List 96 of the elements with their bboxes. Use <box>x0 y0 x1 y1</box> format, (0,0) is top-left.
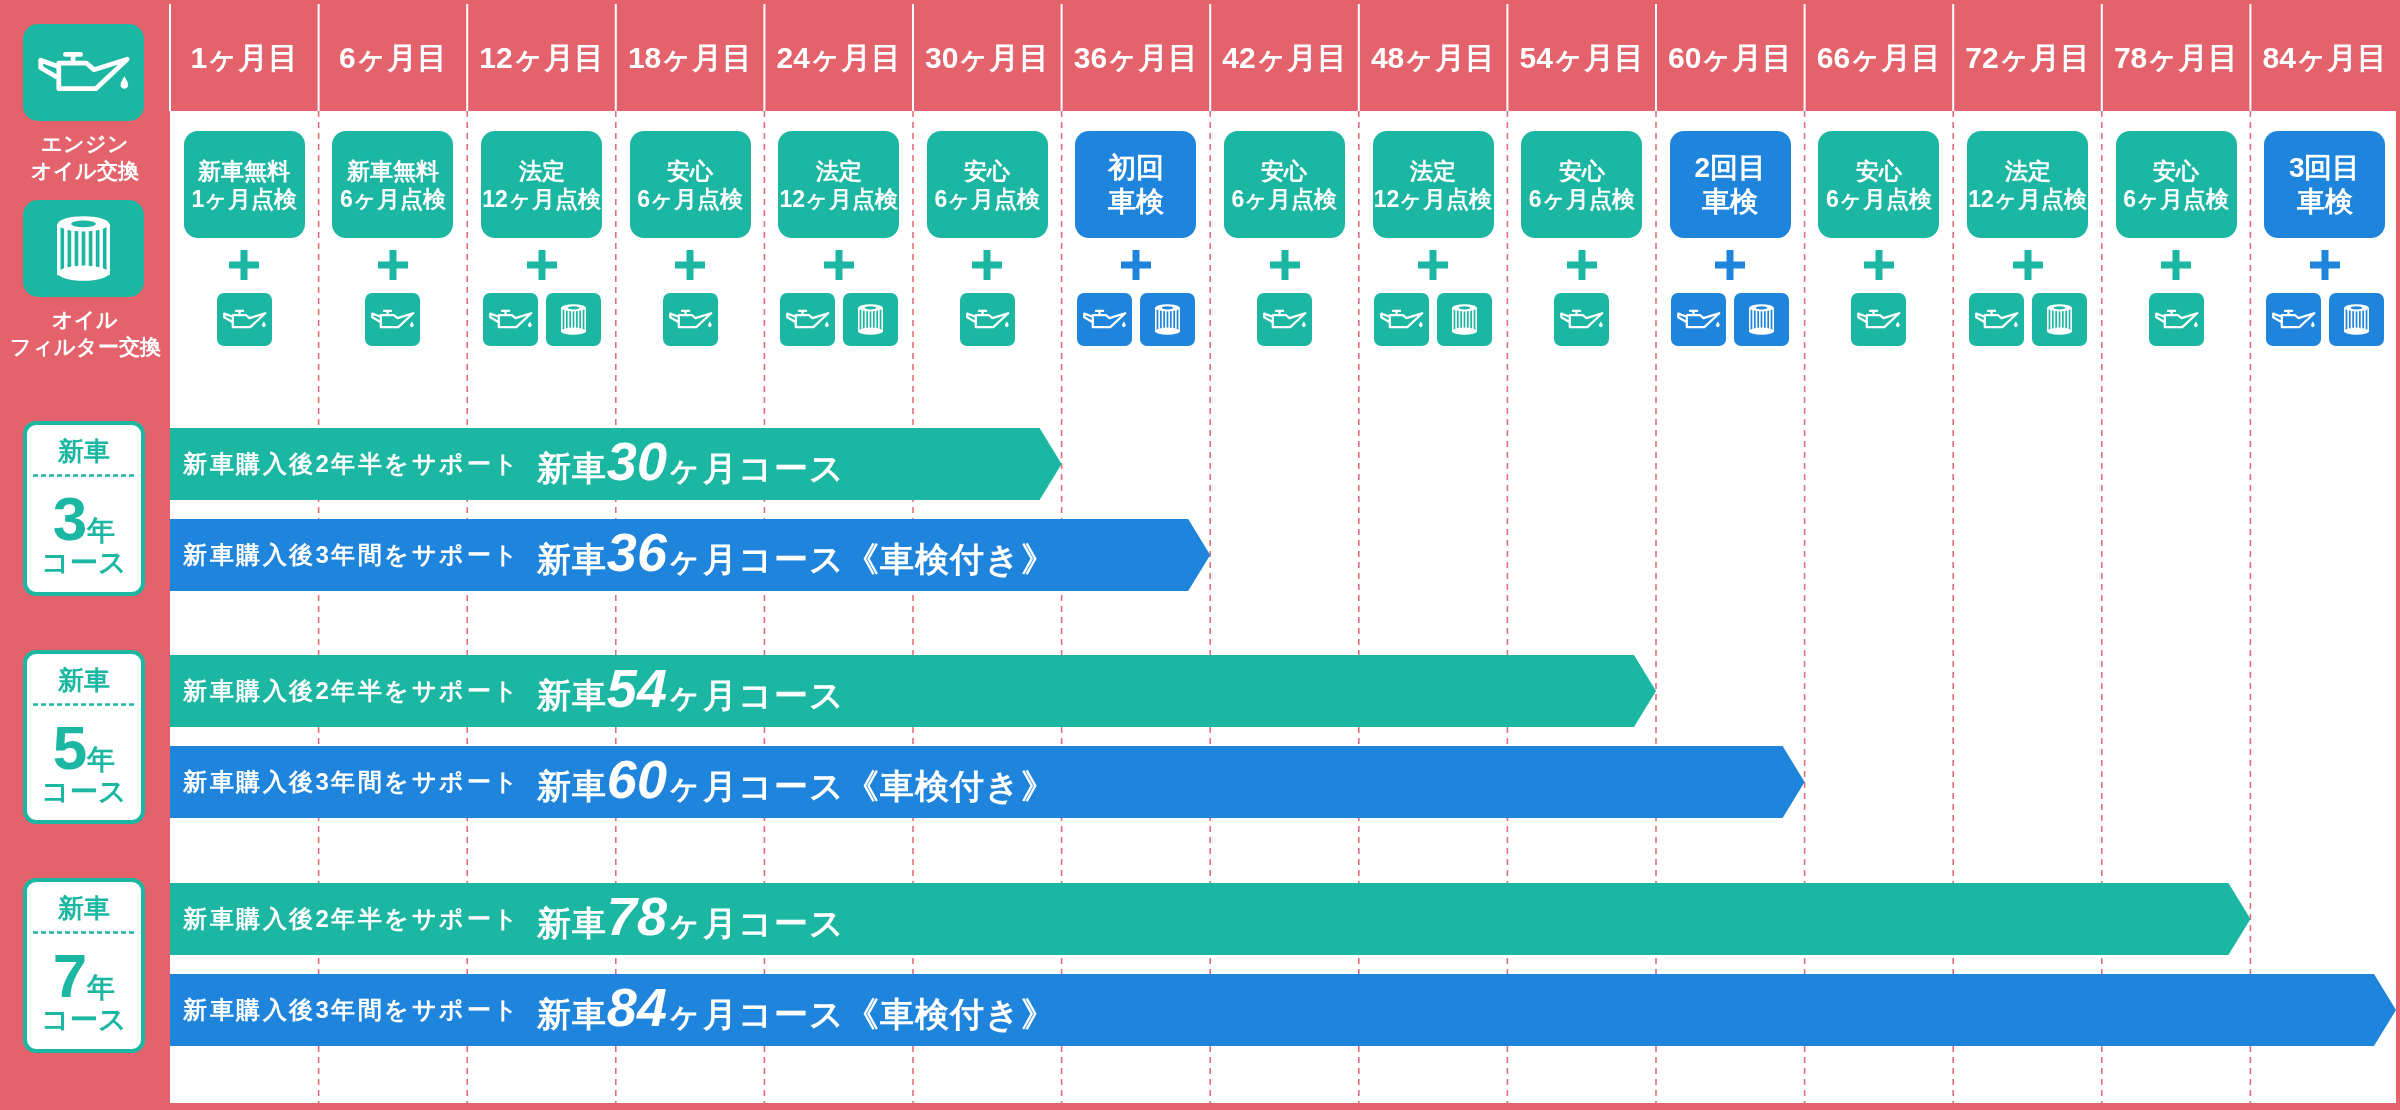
oil-can-icon <box>1374 293 1430 346</box>
arrow-band <box>170 428 1062 500</box>
inspection-name: 安心6ヶ月点検 <box>934 156 1041 213</box>
inspection-box <box>332 131 454 238</box>
oil-can-icon <box>1554 293 1610 346</box>
month-header: 30ヶ月目 <box>924 40 1051 76</box>
month-header: 12ヶ月目 <box>478 40 605 76</box>
arrow-band <box>170 883 2251 955</box>
oil-filter-icon <box>2328 293 2384 346</box>
inspection-box <box>926 131 1048 238</box>
oil-can-icon <box>365 293 421 346</box>
course-tag: 新車 <box>27 433 141 469</box>
inspection-name: 法定12ヶ月点検 <box>1968 156 2087 213</box>
course-box <box>23 878 145 1053</box>
course-box <box>23 650 145 824</box>
band-caption: 新車購入後3年間をサポート <box>183 767 521 797</box>
inspection-name: 初回車検 <box>1107 150 1164 219</box>
inspection-name: 安心6ヶ月点検 <box>637 156 743 213</box>
legend-label: エンジンオイル交換 <box>30 131 140 184</box>
inspection-name: 安心6ヶ月点検 <box>1826 156 1932 213</box>
inspection-name: 法定12ヶ月点検 <box>1373 156 1493 213</box>
arrow-band <box>170 746 1805 818</box>
inspection-box <box>1521 131 1643 238</box>
band-title: 新車54ヶ月コース <box>536 659 845 720</box>
inspection-name: 2回目車検 <box>1694 150 1767 219</box>
inspection-box <box>2115 131 2237 238</box>
inspection-box <box>481 131 602 238</box>
band-title: 新車84ヶ月コース《車検付き》 <box>536 978 1056 1039</box>
inspection-name: 3回目車検 <box>2288 150 2361 219</box>
month-header: 72ヶ月目 <box>1964 40 2091 76</box>
oil-can-icon <box>1671 293 1727 346</box>
band-title: 新車36ヶ月コース《車検付き》 <box>536 523 1056 584</box>
band-caption: 新車購入後3年間をサポート <box>183 995 521 1025</box>
month-header: 84ヶ月目 <box>2261 40 2388 76</box>
band-caption: 新車購入後2年半をサポート <box>183 904 521 934</box>
arrow-band <box>170 655 1656 727</box>
inspection-box <box>1967 131 2088 238</box>
month-header: 78ヶ月目 <box>2112 40 2240 76</box>
band-title: 新車30ヶ月コース <box>536 432 845 493</box>
oil-can-icon <box>482 293 538 346</box>
course-name: 3年コース <box>40 491 128 579</box>
month-header: 18ヶ月目 <box>626 40 754 76</box>
course-tag: 新車 <box>27 662 141 698</box>
band-caption: 新車購入後2年半をサポート <box>183 676 521 706</box>
band-title: 新車78ヶ月コース <box>536 887 845 948</box>
oil-filter-icon <box>2031 293 2087 346</box>
month-header: 24ヶ月目 <box>775 40 902 76</box>
oil-filter-icon <box>1437 293 1493 346</box>
month-header: 60ヶ月目 <box>1667 40 1794 76</box>
inspection-box <box>1075 131 1197 238</box>
band-caption: 新車購入後2年半をサポート <box>183 449 521 479</box>
inspection-box <box>629 131 751 238</box>
month-header: 66ヶ月目 <box>1815 40 1943 76</box>
inspection-name: 安心6ヶ月点検 <box>1528 156 1635 213</box>
month-header: 48ヶ月目 <box>1369 40 1497 76</box>
oil-filter-icon <box>842 293 898 346</box>
band-title: 新車60ヶ月コース《車検付き》 <box>536 750 1056 811</box>
arrow-band <box>170 519 1211 591</box>
legend-label: オイルフィルター交換 <box>8 307 162 360</box>
course-box <box>23 421 145 596</box>
oil-can-icon <box>1968 293 2024 346</box>
month-header: 1ヶ月目 <box>189 40 300 76</box>
course-name: 5年コース <box>40 720 128 808</box>
oil-can-icon <box>2265 293 2321 346</box>
inspection-box <box>778 131 900 238</box>
inspection-box <box>183 131 305 238</box>
inspection-box <box>2264 131 2386 238</box>
inspection-name: 新車無料1ヶ月点検 <box>191 156 298 213</box>
oil-can-icon <box>1076 293 1132 346</box>
inspection-name: 法定12ヶ月点検 <box>779 156 898 213</box>
oil-can-icon <box>216 293 272 346</box>
inspection-name: 安心6ヶ月点検 <box>2123 156 2229 213</box>
band-caption: 新車購入後3年間をサポート <box>183 540 521 570</box>
inspection-box <box>1818 131 1940 238</box>
oil-can-icon <box>662 293 718 346</box>
inspection-box <box>1372 131 1494 238</box>
oil-filter-icon <box>545 293 601 346</box>
oil-filter-icon <box>1734 293 1790 346</box>
arrow-band <box>170 974 2396 1046</box>
month-header: 42ヶ月目 <box>1221 40 1348 76</box>
inspection-name: 新車無料6ヶ月点検 <box>340 156 446 213</box>
oil-filter-icon <box>1139 293 1195 346</box>
inspection-box <box>1669 131 1791 238</box>
course-tag: 新車 <box>27 890 141 926</box>
oil-can-icon <box>779 293 835 346</box>
month-header: 54ヶ月目 <box>1518 40 1645 76</box>
course-name: 7年コース <box>40 948 128 1036</box>
oil-can-icon <box>2148 293 2204 346</box>
month-header: 36ヶ月目 <box>1072 40 1200 76</box>
inspection-box <box>1224 131 1345 238</box>
month-header: 6ヶ月目 <box>338 40 448 76</box>
oil-can-icon <box>1257 293 1312 346</box>
inspection-name: 法定12ヶ月点検 <box>482 156 601 213</box>
oil-can-icon <box>1851 293 1907 346</box>
oil-can-icon <box>959 293 1015 346</box>
inspection-name: 安心6ヶ月点検 <box>1231 156 1338 213</box>
